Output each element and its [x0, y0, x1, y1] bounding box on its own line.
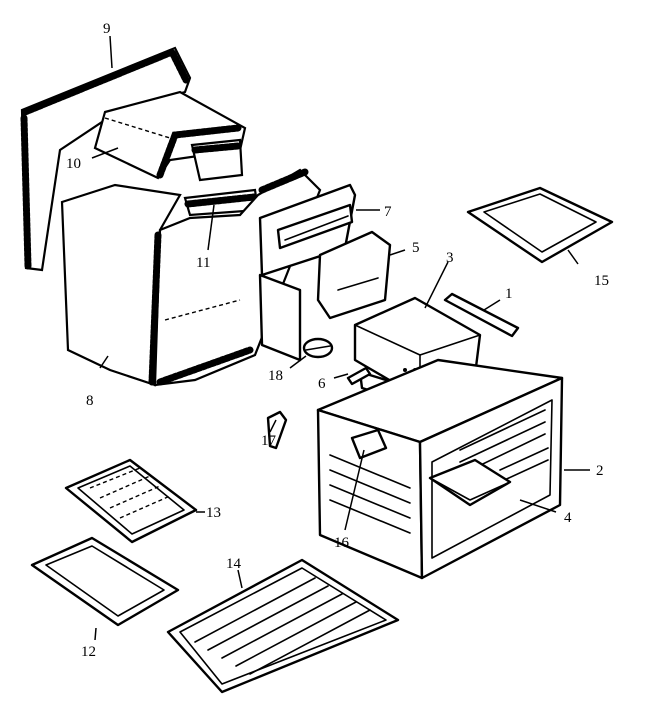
- callout-5: 5: [412, 240, 420, 256]
- callout-1: 1: [505, 286, 513, 302]
- callout-11: 11: [196, 255, 210, 271]
- part-8-side-insulation: [60, 168, 322, 387]
- part-15-panel: [466, 186, 614, 264]
- part-13-broiler-grid: [64, 458, 198, 544]
- part-17-clip: [266, 410, 288, 450]
- callout-6: 6: [318, 376, 326, 392]
- callout-8: 8: [86, 393, 94, 409]
- callout-12: 12: [81, 644, 96, 660]
- leader-lines: [91, 35, 590, 641]
- callout-4: 4: [564, 510, 572, 526]
- callout-18: 18: [268, 368, 283, 384]
- part-18-clip: [302, 337, 334, 359]
- part-11-insulation-strips: [183, 138, 260, 217]
- part-2-oven-cavity: [316, 358, 564, 580]
- callout-9: 9: [103, 21, 111, 37]
- callout-17: 17: [261, 433, 277, 449]
- callout-2: 2: [596, 463, 604, 479]
- part-5-baffle: [316, 230, 392, 320]
- callout-16: 16: [334, 535, 350, 551]
- part-12-broiler-pan: [30, 536, 180, 627]
- part-14-oven-rack: [166, 558, 400, 694]
- callout-14: 14: [226, 556, 242, 572]
- part-6-pin: [346, 366, 372, 386]
- part-1-rod: [443, 292, 520, 338]
- callout-13: 13: [206, 505, 221, 521]
- callout-15: 15: [594, 273, 609, 289]
- callout-3: 3: [446, 250, 454, 266]
- callout-10: 10: [66, 156, 81, 172]
- callout-labels: 1 2 3 4 5 6 7 8 9 10 11 12 13 14 15 16 1…: [66, 21, 609, 660]
- callout-7: 7: [384, 204, 392, 220]
